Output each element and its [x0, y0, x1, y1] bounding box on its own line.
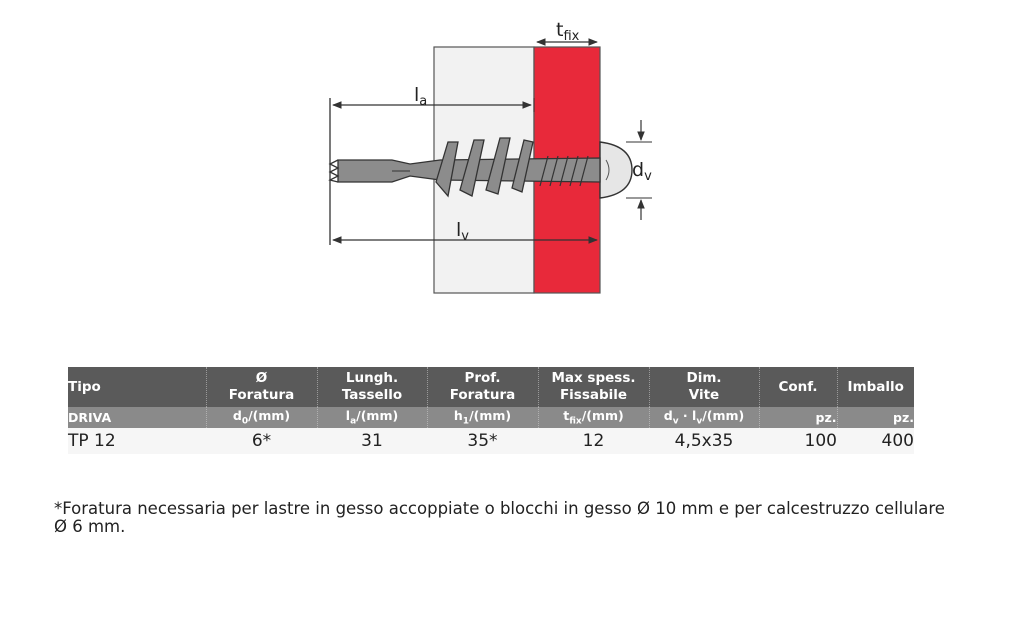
unit-dv-lv: dv · lv/(mm): [649, 407, 760, 428]
dowel-diagram: la tfix lv dv: [328, 19, 652, 294]
unit-conf-pz: pz.: [759, 407, 838, 428]
unit-d0: d0/(mm): [206, 407, 318, 428]
header-prof-foratura: Prof.Foratura: [427, 367, 539, 407]
dv-label: dv: [632, 159, 652, 184]
unit-driva: DRIVA: [68, 407, 207, 428]
footnote-line-2: Ø 6 mm.: [54, 517, 126, 536]
header-max-spess: Max spess.Fissabile: [538, 367, 650, 407]
lv-label: lv: [456, 219, 469, 244]
cell-tipo: TP 12: [68, 428, 206, 454]
unit-row: DRIVA d0/(mm) la/(mm) h1/(mm) tfix/(mm) …: [68, 407, 914, 428]
header-imballo: Imballo: [837, 367, 914, 407]
cell-imballo: 400: [837, 428, 914, 454]
unit-h1: h1/(mm): [427, 407, 539, 428]
la-label: la: [414, 84, 427, 109]
screw-tip: [328, 159, 340, 183]
unit-tfix: tfix/(mm): [538, 407, 650, 428]
header-conf: Conf.: [759, 367, 838, 407]
cell-conf: 100: [759, 428, 837, 454]
cell-lungh: 31: [317, 428, 427, 454]
screw-head: [599, 141, 633, 199]
footnote-line-1: *Foratura necessaria per lastre in gesso…: [54, 499, 945, 518]
screw-threads: [539, 155, 589, 187]
tfix-label: tfix: [556, 19, 580, 44]
table-row: TP 12 6* 31 35* 12 4,5x35 100 400: [68, 428, 914, 454]
unit-imballo-pz: pz.: [837, 407, 914, 428]
header-dim-vite: Dim.Vite: [649, 367, 760, 407]
header-tipo: Tipo: [68, 367, 207, 407]
cell-foratura: 6*: [206, 428, 317, 454]
cell-max-spess: 12: [538, 428, 649, 454]
cell-prof: 35*: [427, 428, 538, 454]
footnote: *Foratura necessaria per lastre in gesso…: [54, 500, 1004, 536]
dowel-threads: [435, 137, 534, 198]
unit-la: la/(mm): [317, 407, 428, 428]
header-lungh-tassello: Lungh.Tassello: [317, 367, 428, 407]
cell-dim-vite: 4,5x35: [649, 428, 759, 454]
